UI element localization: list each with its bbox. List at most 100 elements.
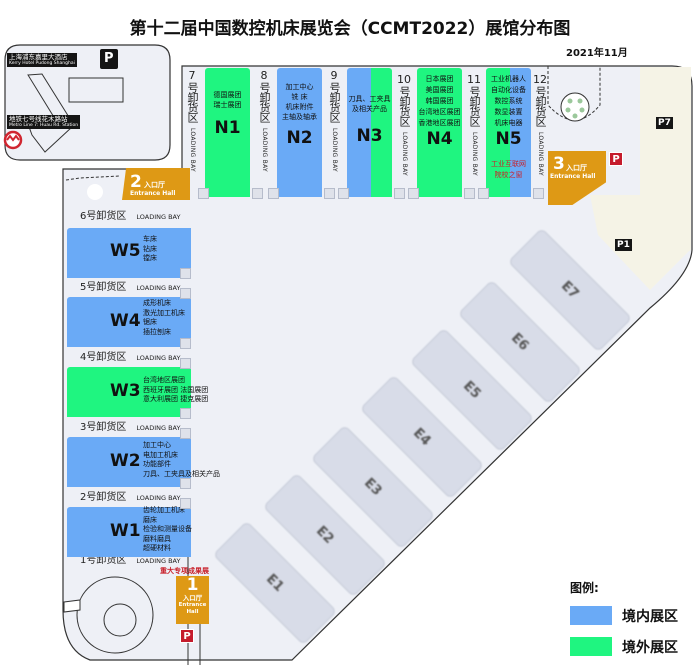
label: N1 <box>214 118 241 138</box>
label: 超硬材料 <box>143 544 171 552</box>
label: N4 <box>426 129 453 149</box>
label: 机床附件 <box>285 103 314 111</box>
parking-icon: P <box>100 49 118 69</box>
hall-w1[interactable]: W1 齿轮加工机床磨床检验和测量设备磨料磨具超硬材料 <box>67 506 192 557</box>
legend-title: 图例: <box>570 581 599 595</box>
label: 数显装置 <box>494 108 523 116</box>
p1-zone <box>590 195 690 290</box>
label: 美国展团 <box>425 86 454 94</box>
door-stub <box>180 358 191 369</box>
door-stub <box>180 408 191 419</box>
label: 齿轮加工机床 <box>143 506 185 514</box>
label: 成形机床 <box>143 299 171 307</box>
label: 号卸货区 <box>468 86 481 126</box>
label: N2 <box>286 128 313 148</box>
label: 电加工机床 <box>143 450 178 459</box>
label: W4 <box>110 311 141 331</box>
hall-n4[interactable]: 日本展团美国展团韩国展团台湾地区展团香港地区展团 N4 <box>417 68 462 197</box>
hall-n3[interactable]: 刀具、工夹具及相关产品 N3 <box>347 68 392 197</box>
label: 2 <box>130 172 142 192</box>
label: 1 <box>186 575 199 595</box>
label: W5 <box>110 241 141 261</box>
entrance-1[interactable]: 1 入口厅 Entrance Hall <box>176 576 209 624</box>
label: 检验和测量设备 <box>143 525 192 533</box>
metro-en: Metro Line 7: Huau Rd. Station <box>9 123 79 128</box>
label: LOADING BAY <box>401 132 408 177</box>
label: 6号卸货区 <box>80 211 127 222</box>
door-stub <box>180 478 191 489</box>
hall-w3[interactable]: W3 台湾地区展团西班牙展团 法国展团意大利展团 捷克展团 <box>67 367 208 417</box>
door-stub <box>464 188 475 199</box>
label: N3 <box>356 126 383 146</box>
label: 机床电器 <box>494 119 523 127</box>
label: LOADING BAY <box>136 284 181 292</box>
hotel-cn: 上海浦东嘉里大酒店 <box>9 53 68 61</box>
label: 11 <box>467 73 481 86</box>
label: W3 <box>110 381 141 401</box>
date-label: 2021年11月 <box>566 48 628 59</box>
label: 工业机器人 <box>491 75 526 83</box>
door-stub <box>198 188 209 199</box>
label: 台湾地区展团 <box>418 108 461 116</box>
zone-p7: P7 <box>656 117 673 129</box>
page-title: 第十二届中国数控机床展览会（CCMT2022）展馆分布图 <box>129 19 571 39</box>
hall-w2[interactable]: W2 加工中心电加工机床功能部件刀具、工夹具及相关产品 <box>67 437 220 487</box>
label: LOADING BAY <box>331 128 338 173</box>
label: 2号卸货区 <box>80 492 127 503</box>
label: LOADING BAY <box>136 557 181 565</box>
label: 1号卸货区 <box>80 555 127 566</box>
special-exhibit-label: 重大专项成果展 <box>160 567 209 575</box>
label: LOADING BAY <box>261 128 268 173</box>
door-stub <box>180 428 191 439</box>
hall-n2[interactable]: 加工中心铣 床机床附件主轴及轴承 N2 <box>277 68 322 197</box>
hall-w5[interactable]: W5 车床钻床镗床 <box>67 228 191 278</box>
hall-w4[interactable]: W4 成形机床激光加工机床锯床插拉刨床 <box>67 297 191 347</box>
label: 加工中心 <box>285 83 314 91</box>
label: LOADING BAY <box>136 213 181 221</box>
label: 入口厅 <box>566 164 587 172</box>
label: 入口厅 <box>182 594 203 602</box>
zone-p1: P1 <box>615 239 632 251</box>
hall-n5[interactable]: 工业机器人自动化设备数控系统数显装置机床电器 N5 工业互联网院校之窗 <box>486 68 531 197</box>
hall-n1[interactable]: 德国展团瑞士展团 N1 <box>205 68 250 197</box>
label: 院校之窗 <box>494 171 523 179</box>
label: 功能部件 <box>143 460 171 468</box>
label: 加工中心 <box>143 441 171 449</box>
label: Entrance Hall <box>550 173 596 180</box>
door-stub <box>180 338 191 349</box>
label: LOADING BAY <box>471 132 478 177</box>
label: 号卸货区 <box>398 86 411 126</box>
label: LOADING BAY <box>136 424 181 432</box>
door-stub <box>180 498 191 509</box>
label: Entrance Hall <box>130 190 176 197</box>
label: 香港地区展团 <box>418 119 461 127</box>
door-stub <box>252 188 263 199</box>
label: 插拉刨床 <box>143 327 171 336</box>
label: 入口厅 <box>144 181 165 189</box>
entrance-2[interactable]: 2 入口厅 Entrance Hall <box>122 168 190 200</box>
label: 德国展团 <box>213 91 242 99</box>
label: W1 <box>110 521 141 541</box>
parking-icon: P <box>180 629 194 643</box>
label: 西班牙展团 法国展团 <box>143 385 209 394</box>
label: N5 <box>495 129 522 149</box>
label: 号卸货区 <box>186 82 199 122</box>
label: 工业互联网 <box>491 160 526 168</box>
label: W2 <box>110 451 141 471</box>
door-stub <box>338 188 349 199</box>
label: 镗床 <box>143 254 157 262</box>
label: 主轴及轴承 <box>282 113 317 121</box>
label: 韩国展团 <box>425 97 454 105</box>
legend-foreign: 境外展区 <box>622 640 678 656</box>
n5-note: 工业互联网院校之窗 <box>491 159 526 181</box>
label: 8 <box>260 69 268 82</box>
label: 锯床 <box>143 318 157 326</box>
label: 意大利展团 捷克展团 <box>143 395 209 403</box>
door-stub <box>394 188 405 199</box>
